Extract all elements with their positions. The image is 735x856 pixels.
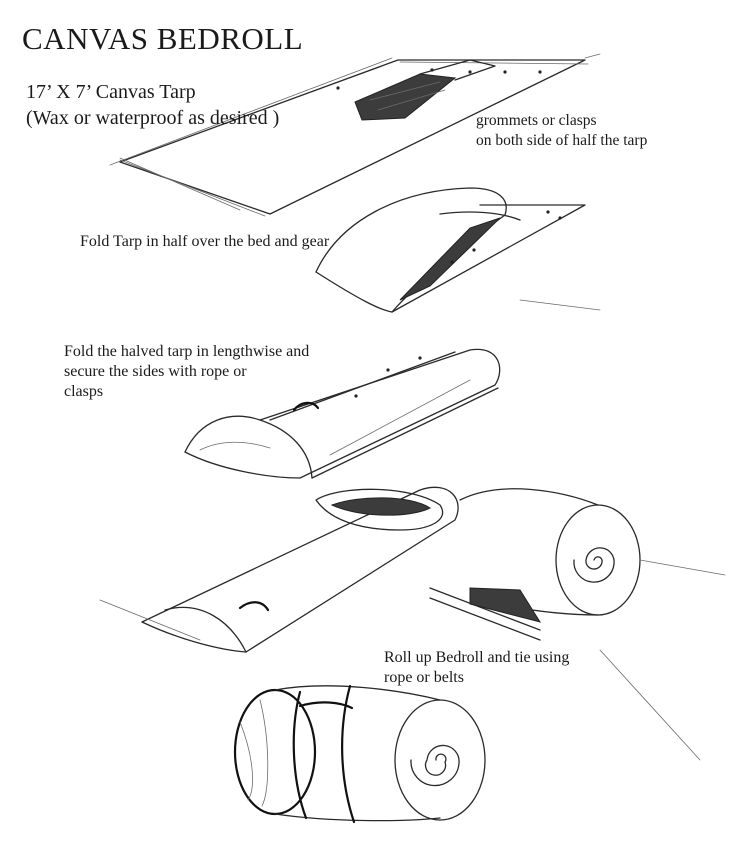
fold-lengthwise-instruction-line3: clasps xyxy=(64,383,104,400)
roll-instruction-line1: Roll up Bedroll and tie using xyxy=(384,649,570,666)
page-title: CANVAS BEDROLL xyxy=(22,21,304,56)
fold-lengthwise-instruction-line2: secure the sides with rope or xyxy=(64,363,247,380)
half-folded-tarp-sketch xyxy=(315,187,586,313)
roll-instruction-line2: rope or belts xyxy=(384,669,464,686)
tarp-waterproof-note: (Wax or waterproof as desired ) xyxy=(26,107,280,129)
rolling-bedroll-sketch xyxy=(141,486,641,653)
grommets-annotation-line2: on both side of half the tarp xyxy=(476,132,648,149)
fold-half-instruction: Fold Tarp in half over the bed and gear xyxy=(80,233,330,250)
background-sketch-lines xyxy=(99,157,726,761)
folded-bedding-sketch xyxy=(354,59,496,121)
tied-bedroll-sketch xyxy=(233,684,486,824)
fold-lengthwise-instruction-line1: Fold the halved tarp in lengthwise and xyxy=(64,343,310,360)
flat-tarp-sketch xyxy=(109,53,601,217)
rolled-end-sketch xyxy=(429,488,641,641)
grommets-annotation-line1: grommets or clasps xyxy=(476,112,597,129)
lengthwise-folded-tarp-sketch xyxy=(184,348,501,479)
tarp-size-label: 17’ X 7’ Canvas Tarp xyxy=(26,81,196,103)
